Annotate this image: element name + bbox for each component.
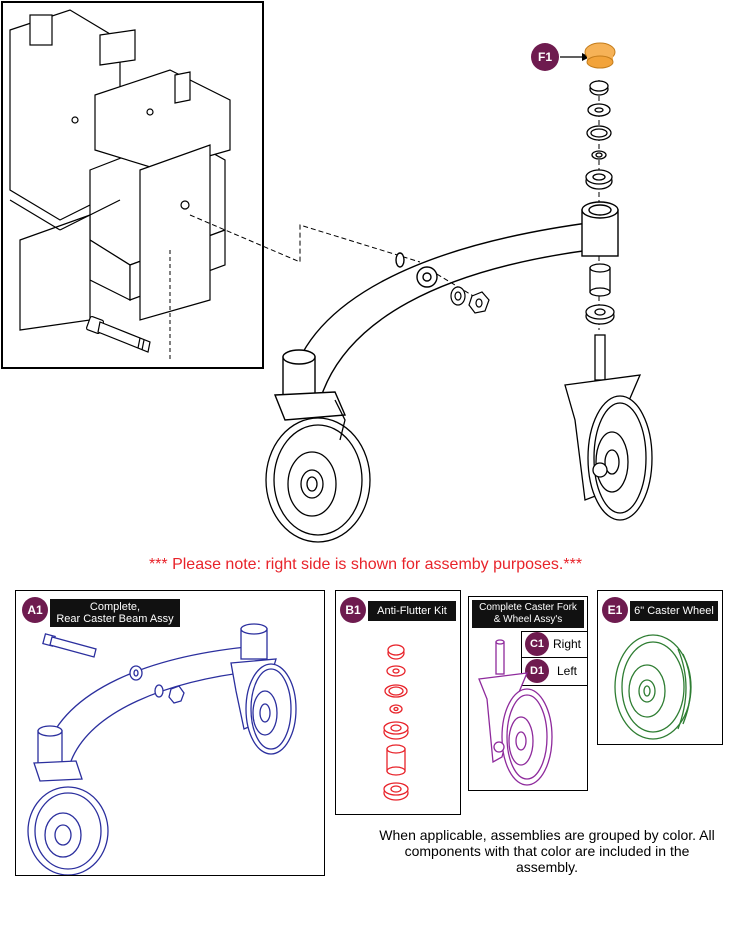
- kit-a1-label: Complete, Rear Caster Beam Assy: [50, 599, 180, 627]
- kit-b1-box: B1 Anti-Flutter Kit: [335, 590, 461, 815]
- caster-beam: [273, 201, 619, 421]
- kit-fork-label-line1: Complete Caster Fork: [479, 602, 577, 613]
- kit-c1-badge: C1: [525, 632, 549, 656]
- kit-b1-badge: B1: [340, 597, 366, 623]
- assembly-note: *** Please note: right side is shown for…: [148, 556, 583, 573]
- kit-fork-drawing: [478, 639, 553, 786]
- kit-a1-badge: A1: [22, 597, 48, 623]
- kit-a1-label-line2: Rear Caster Beam Assy: [56, 613, 174, 625]
- main-exploded-diagram: F1: [1, 1, 653, 543]
- kit-fork-box: Complete Caster Fork & Wheel Assy's C1 R…: [468, 596, 588, 791]
- kit-d1-option: Left: [557, 664, 578, 678]
- kit-a1-box: A1 Complete, Rear Caster Beam Assy: [15, 590, 325, 876]
- kit-b1-label: Anti-Flutter Kit: [368, 601, 456, 621]
- left-caster-wheel: [265, 399, 371, 543]
- kit-a1-label-line1: Complete,: [89, 601, 141, 613]
- kit-b1-drawing: [383, 644, 409, 801]
- kit-fork-label-line2: & Wheel Assy's: [493, 614, 563, 625]
- kit-c1-option: Right: [553, 637, 582, 651]
- chassis-inset: [1, 1, 264, 369]
- kit-e1-drawing: [614, 634, 692, 740]
- kit-d1-badge: D1: [525, 659, 549, 683]
- option-frame: [521, 631, 587, 686]
- kit-e1-label: 6" Caster Wheel: [630, 601, 718, 621]
- kit-e1-box: E1 6" Caster Wheel: [597, 590, 723, 745]
- kit-fork-label: Complete Caster Fork & Wheel Assy's: [472, 600, 584, 628]
- f1-badge-text: F1: [538, 50, 552, 64]
- option-divider: [521, 657, 587, 658]
- right-caster-fork: [564, 334, 653, 521]
- f1-callout: F1: [531, 42, 616, 71]
- kit-e1-badge: E1: [602, 597, 628, 623]
- kit-a1-drawing: [27, 623, 297, 875]
- color-grouping-footer: When applicable, assemblies are grouped …: [379, 827, 715, 875]
